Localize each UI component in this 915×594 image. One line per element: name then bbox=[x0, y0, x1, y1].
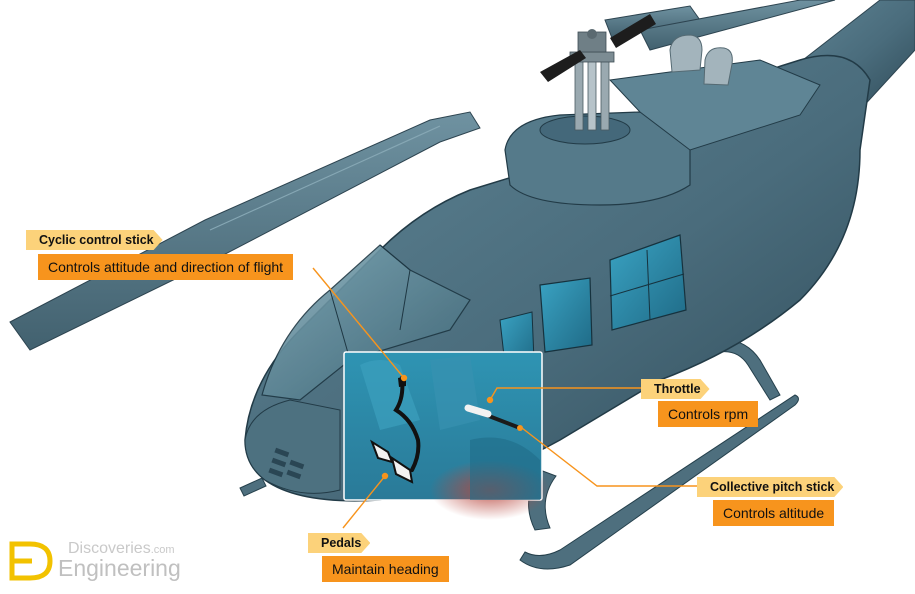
logo-mark-icon bbox=[9, 541, 53, 581]
watermark-top: Discoveries.com bbox=[68, 540, 175, 557]
pedals-desc: Maintain heading bbox=[322, 556, 449, 582]
collective-title: Collective pitch stick bbox=[697, 477, 843, 497]
leader-lines bbox=[312, 267, 697, 529]
exhaust-icon bbox=[669, 34, 703, 73]
cyclic-desc: Controls attitude and direction of fligh… bbox=[38, 254, 294, 280]
windshield bbox=[261, 244, 471, 401]
cyclic-title: Cyclic control stick bbox=[26, 230, 163, 250]
cyclic-stick-icon bbox=[393, 376, 421, 472]
throttle-desc: Controls rpm bbox=[658, 401, 759, 427]
leader-throttle bbox=[489, 387, 641, 401]
leader-pedals bbox=[342, 475, 386, 529]
leader-cyclic bbox=[312, 267, 405, 379]
rotor-blade-right bbox=[639, 0, 836, 51]
nose-vents bbox=[268, 447, 305, 480]
cockpit-cutaway bbox=[343, 351, 550, 520]
throttle-title: Throttle bbox=[641, 379, 710, 399]
cabin-window-front bbox=[539, 277, 593, 353]
pedals-icon bbox=[370, 439, 414, 484]
collective-desc: Controls altitude bbox=[713, 500, 835, 526]
watermark-bottom: Engineering bbox=[58, 555, 181, 581]
rotor-mast bbox=[540, 14, 656, 131]
collective-stick-icon bbox=[464, 404, 523, 431]
nose bbox=[244, 399, 341, 494]
pedals-title: Pedals bbox=[308, 533, 370, 553]
leader-collective bbox=[521, 427, 697, 487]
rotor-blade-left bbox=[9, 111, 481, 351]
watermark-logo: Discoveries.com Engineering bbox=[8, 536, 248, 586]
